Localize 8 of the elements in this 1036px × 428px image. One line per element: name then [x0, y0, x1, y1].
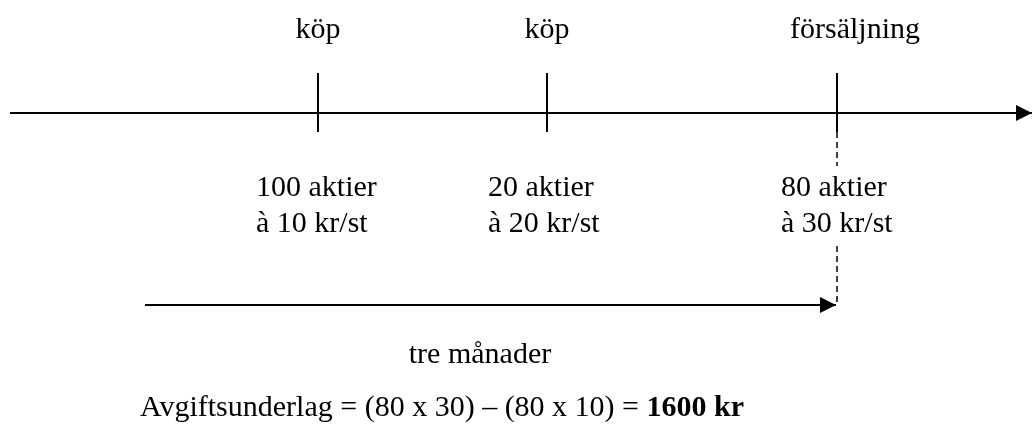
- event-label: köp: [523, 10, 571, 46]
- duration-label: tre månader: [407, 335, 553, 371]
- transaction-note: 20 aktier à 20 kr/st: [488, 168, 601, 240]
- transaction-note: 80 aktier à 30 kr/st: [781, 168, 894, 240]
- event-label: köp: [294, 10, 342, 46]
- formula-text: Avgiftsunderlag = (80 x 30) – (80 x 10) = 1600 kr: [140, 388, 745, 424]
- transaction-note: 100 aktier à 10 kr/st: [256, 168, 378, 240]
- event-label: försäljning: [789, 10, 921, 46]
